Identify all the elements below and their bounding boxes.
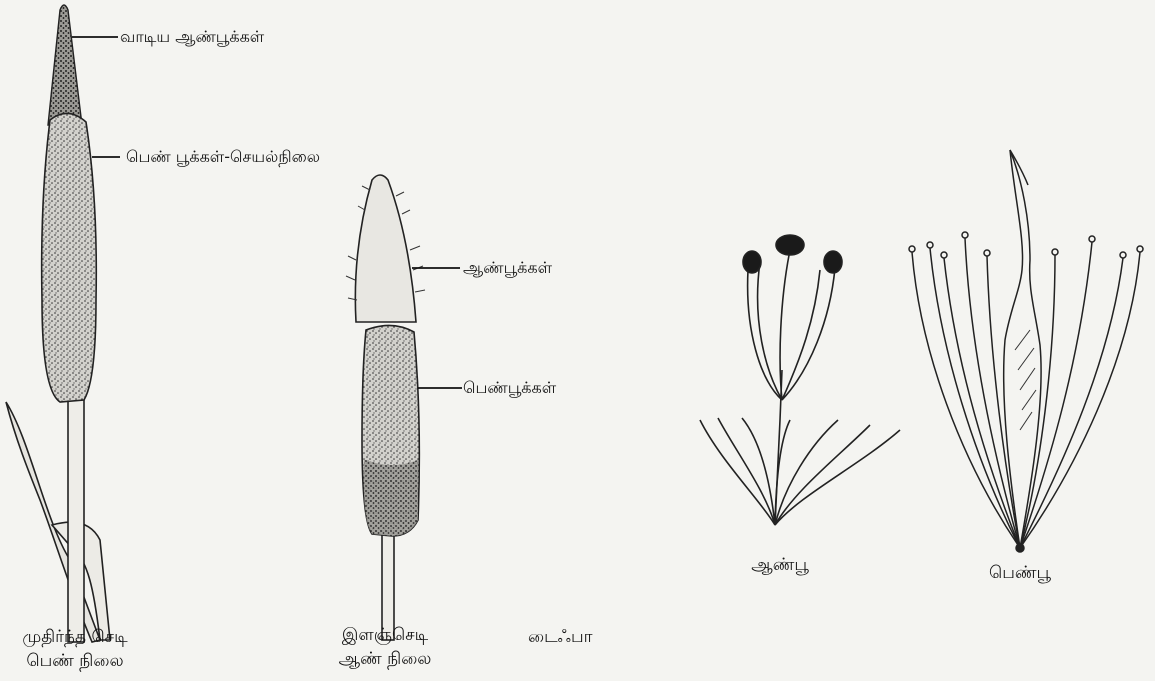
mature-plant-drawing: [6, 5, 120, 642]
female-flower-drawing: [909, 150, 1143, 552]
caption-female-flower: பெண்பூ: [970, 564, 1070, 582]
label-male-flowers: ஆண்பூக்கள்: [463, 259, 552, 277]
male-flower-drawing: [700, 235, 900, 525]
caption-mature-plant-line1: முதிர்ந்த செடி: [0, 628, 150, 646]
caption-mature-plant-line2: பெண் நிலை: [0, 652, 150, 670]
figure-title: டைஃபா: [528, 628, 592, 646]
label-withered-male-flowers: வாடிய ஆண்பூக்கள்: [120, 28, 264, 46]
label-female-flowers-active: பெண் பூக்கள்-செயல்நிலை: [126, 148, 320, 166]
caption-young-plant-line2: ஆண் நிலை: [320, 650, 450, 668]
young-plant-drawing: [346, 175, 462, 640]
caption-young-plant-line1: இளஞ்செடி: [320, 626, 450, 644]
caption-male-flower: ஆண்பூ: [730, 556, 830, 574]
label-female-flowers: பெண்பூக்கள்: [463, 379, 556, 397]
